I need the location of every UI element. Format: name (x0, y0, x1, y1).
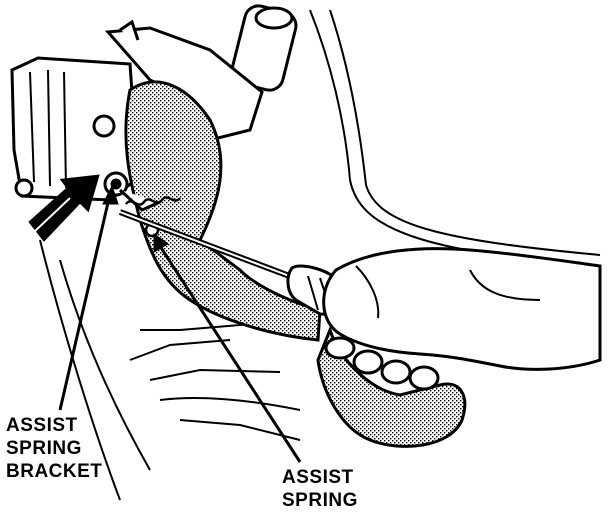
label-line: SPRING (282, 490, 358, 511)
leader-arrowheads (102, 184, 169, 253)
leader-lines (58, 193, 302, 463)
label-line: ASSIST (282, 467, 354, 488)
arrowhead-spring (153, 233, 169, 253)
leader-line-spring (154, 239, 302, 463)
leader-line-bracket (58, 193, 112, 411)
label-line: BRACKET (6, 461, 103, 482)
direction-arrow (28, 174, 100, 242)
label-assist-spring-bracket: ASSIST SPRING BRACKET (6, 414, 102, 483)
arrowhead-bracket (102, 184, 119, 205)
label-line: ASSIST (6, 415, 78, 436)
cylinder-block (10, 56, 140, 202)
hand (322, 247, 602, 391)
label-assist-spring: ASSIST SPRING (282, 466, 358, 512)
label-line: SPRING (6, 438, 82, 459)
upper-bracket (104, 19, 264, 142)
